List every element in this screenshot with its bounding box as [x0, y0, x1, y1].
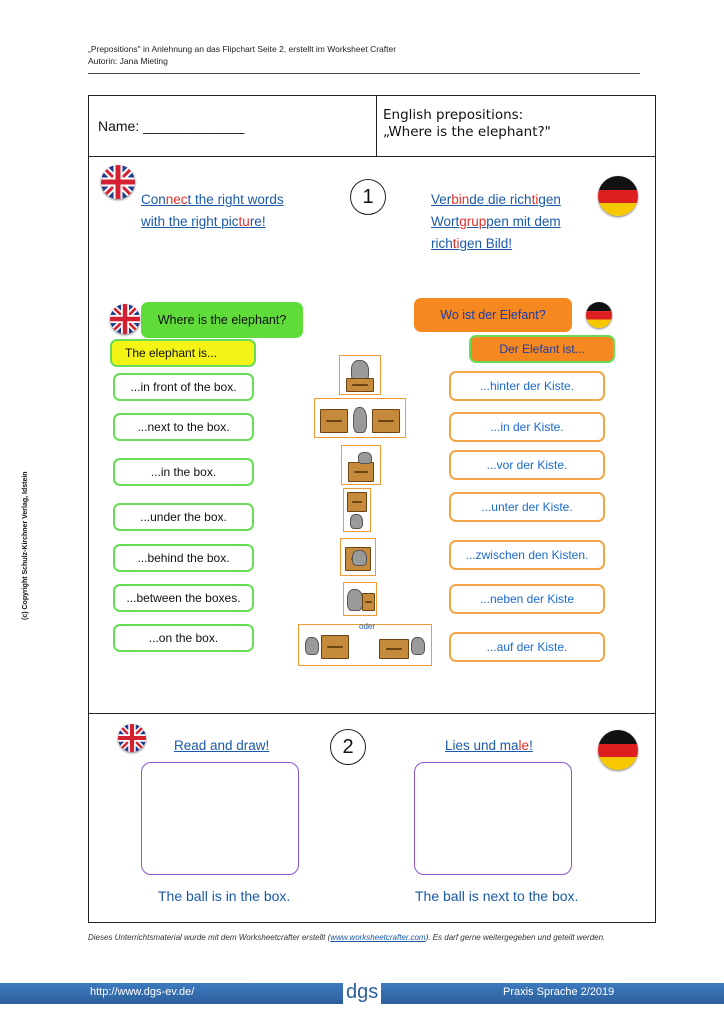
box-icon — [348, 462, 374, 482]
task-number-2: 2 — [330, 729, 366, 765]
box-icon — [372, 409, 400, 433]
dgs-logo: dgs — [343, 979, 382, 1005]
frame-divider — [376, 96, 377, 156]
en-phrase-card[interactable]: ...in the box. — [113, 458, 254, 486]
drawing-area-right[interactable] — [414, 762, 572, 875]
worksheet-title: English prepositions: „Where is the elep… — [383, 107, 551, 141]
picture-elephant-on-box[interactable] — [298, 624, 432, 666]
title-line-2: „Where is the elephant?" — [383, 124, 551, 140]
header-line-2: Autorin: Jana Mieting — [88, 56, 168, 66]
frame-divider — [89, 713, 655, 714]
journal-issue: Praxis Sprache 2/2019 — [503, 986, 615, 998]
picture-elephant-in-front-of-box[interactable] — [340, 538, 376, 576]
uk-flag-icon — [110, 304, 140, 334]
en-phrase-card[interactable]: ...between the boxes. — [113, 584, 254, 612]
caption-left: The ball is in the box. — [158, 888, 291, 904]
german-flag-icon — [598, 176, 638, 216]
en-phrase-card[interactable]: ...behind the box. — [113, 544, 254, 572]
en-question: Where is the elephant? — [141, 302, 303, 338]
de-phrase-card[interactable]: ...auf der Kiste. — [449, 632, 605, 662]
de-instruction: Verbinde die richtigen Wortgruppen mit d… — [431, 192, 561, 251]
de-phrase-card[interactable]: ...vor der Kiste. — [449, 450, 605, 480]
de-phrase-card[interactable]: ...hinter der Kiste. — [449, 371, 605, 401]
en-phrase-card[interactable]: ...on the box. — [113, 624, 254, 652]
box-icon — [347, 492, 367, 512]
picture-elephant-between-boxes[interactable] — [314, 398, 406, 438]
en-phrase-card[interactable]: ...in front of the box. — [113, 373, 254, 401]
elephant-icon — [352, 550, 367, 566]
german-flag-icon — [598, 730, 638, 770]
box-icon — [379, 639, 409, 659]
box-icon — [346, 378, 374, 392]
en-task2-title: Read and draw! — [174, 738, 270, 753]
elephant-icon — [350, 514, 363, 529]
name-field[interactable]: Name: _____________ — [98, 118, 245, 134]
de-stem: Der Elefant ist... — [469, 335, 615, 363]
de-phrase-card[interactable]: ...in der Kiste. — [449, 412, 605, 442]
drawing-area-left[interactable] — [141, 762, 299, 875]
elephant-icon — [353, 407, 367, 433]
caption-right: The ball is next to the box. — [415, 888, 579, 904]
de-task2-title: Lies und male! — [445, 738, 533, 753]
german-flag-icon — [586, 302, 612, 328]
picture-elephant-in-box[interactable] — [341, 445, 381, 485]
en-phrase-card[interactable]: ...under the box. — [113, 503, 254, 531]
oder-label: oder — [359, 622, 376, 631]
uk-flag-icon — [118, 724, 146, 752]
header-line-1: „Prepositions" in Anlehnung an das Flipc… — [88, 44, 397, 54]
elephant-icon — [347, 589, 363, 611]
de-phrase-card[interactable]: ...zwischen den Kisten. — [449, 540, 605, 570]
picture-elephant-behind-box[interactable] — [339, 355, 381, 395]
elephant-icon — [411, 637, 425, 655]
box-icon — [321, 635, 349, 659]
en-instruction: Connect the right words with the right p… — [141, 192, 284, 229]
worksheetcrafter-link[interactable]: www.worksheetcrafter.com — [330, 933, 426, 942]
elephant-icon — [358, 452, 372, 464]
side-copyright: (c) Copyright Schulz-Kirchner Verlag, Id… — [22, 471, 29, 620]
picture-elephant-next-to-box[interactable] — [343, 582, 377, 616]
title-line-1: English prepositions: — [383, 107, 524, 123]
elephant-icon — [305, 637, 319, 655]
task-number-1: 1 — [350, 179, 386, 215]
worksheet-frame — [88, 95, 656, 923]
de-phrase-card[interactable]: ...unter der Kiste. — [449, 492, 605, 522]
uk-flag-icon — [101, 165, 135, 199]
en-phrase-card[interactable]: ...next to the box. — [113, 413, 254, 441]
de-phrase-card[interactable]: ...neben der Kiste — [449, 584, 605, 614]
footer-note: Dieses Unterrichtsmaterial wurde mit dem… — [88, 933, 606, 942]
box-icon — [320, 409, 348, 433]
box-icon — [362, 593, 375, 611]
picture-elephant-under-box[interactable] — [343, 488, 371, 532]
en-stem: The elephant is... — [110, 339, 256, 367]
header-divider — [88, 73, 640, 74]
dgs-url[interactable]: http://www.dgs-ev.de/ — [90, 986, 195, 998]
frame-divider — [89, 156, 655, 157]
de-question: Wo ist der Elefant? — [414, 298, 572, 332]
